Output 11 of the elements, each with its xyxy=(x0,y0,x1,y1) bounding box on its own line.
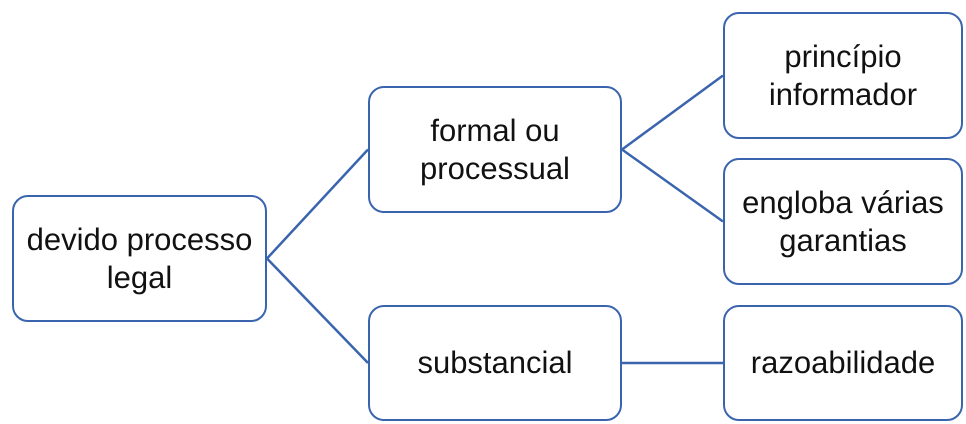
connector-line xyxy=(621,74,724,150)
connector-line xyxy=(622,362,723,364)
text-box: substancial xyxy=(368,305,622,421)
connector-line xyxy=(621,148,724,223)
text-box: engloba várias garantias xyxy=(723,158,963,285)
connector-line xyxy=(266,258,369,364)
text-box: devido processo legal xyxy=(12,195,267,322)
text-box: formal ou processual xyxy=(368,86,622,213)
text-box: razoabilidade xyxy=(723,305,963,421)
connector-line xyxy=(266,148,369,260)
text-box: princípio informador xyxy=(723,12,963,139)
